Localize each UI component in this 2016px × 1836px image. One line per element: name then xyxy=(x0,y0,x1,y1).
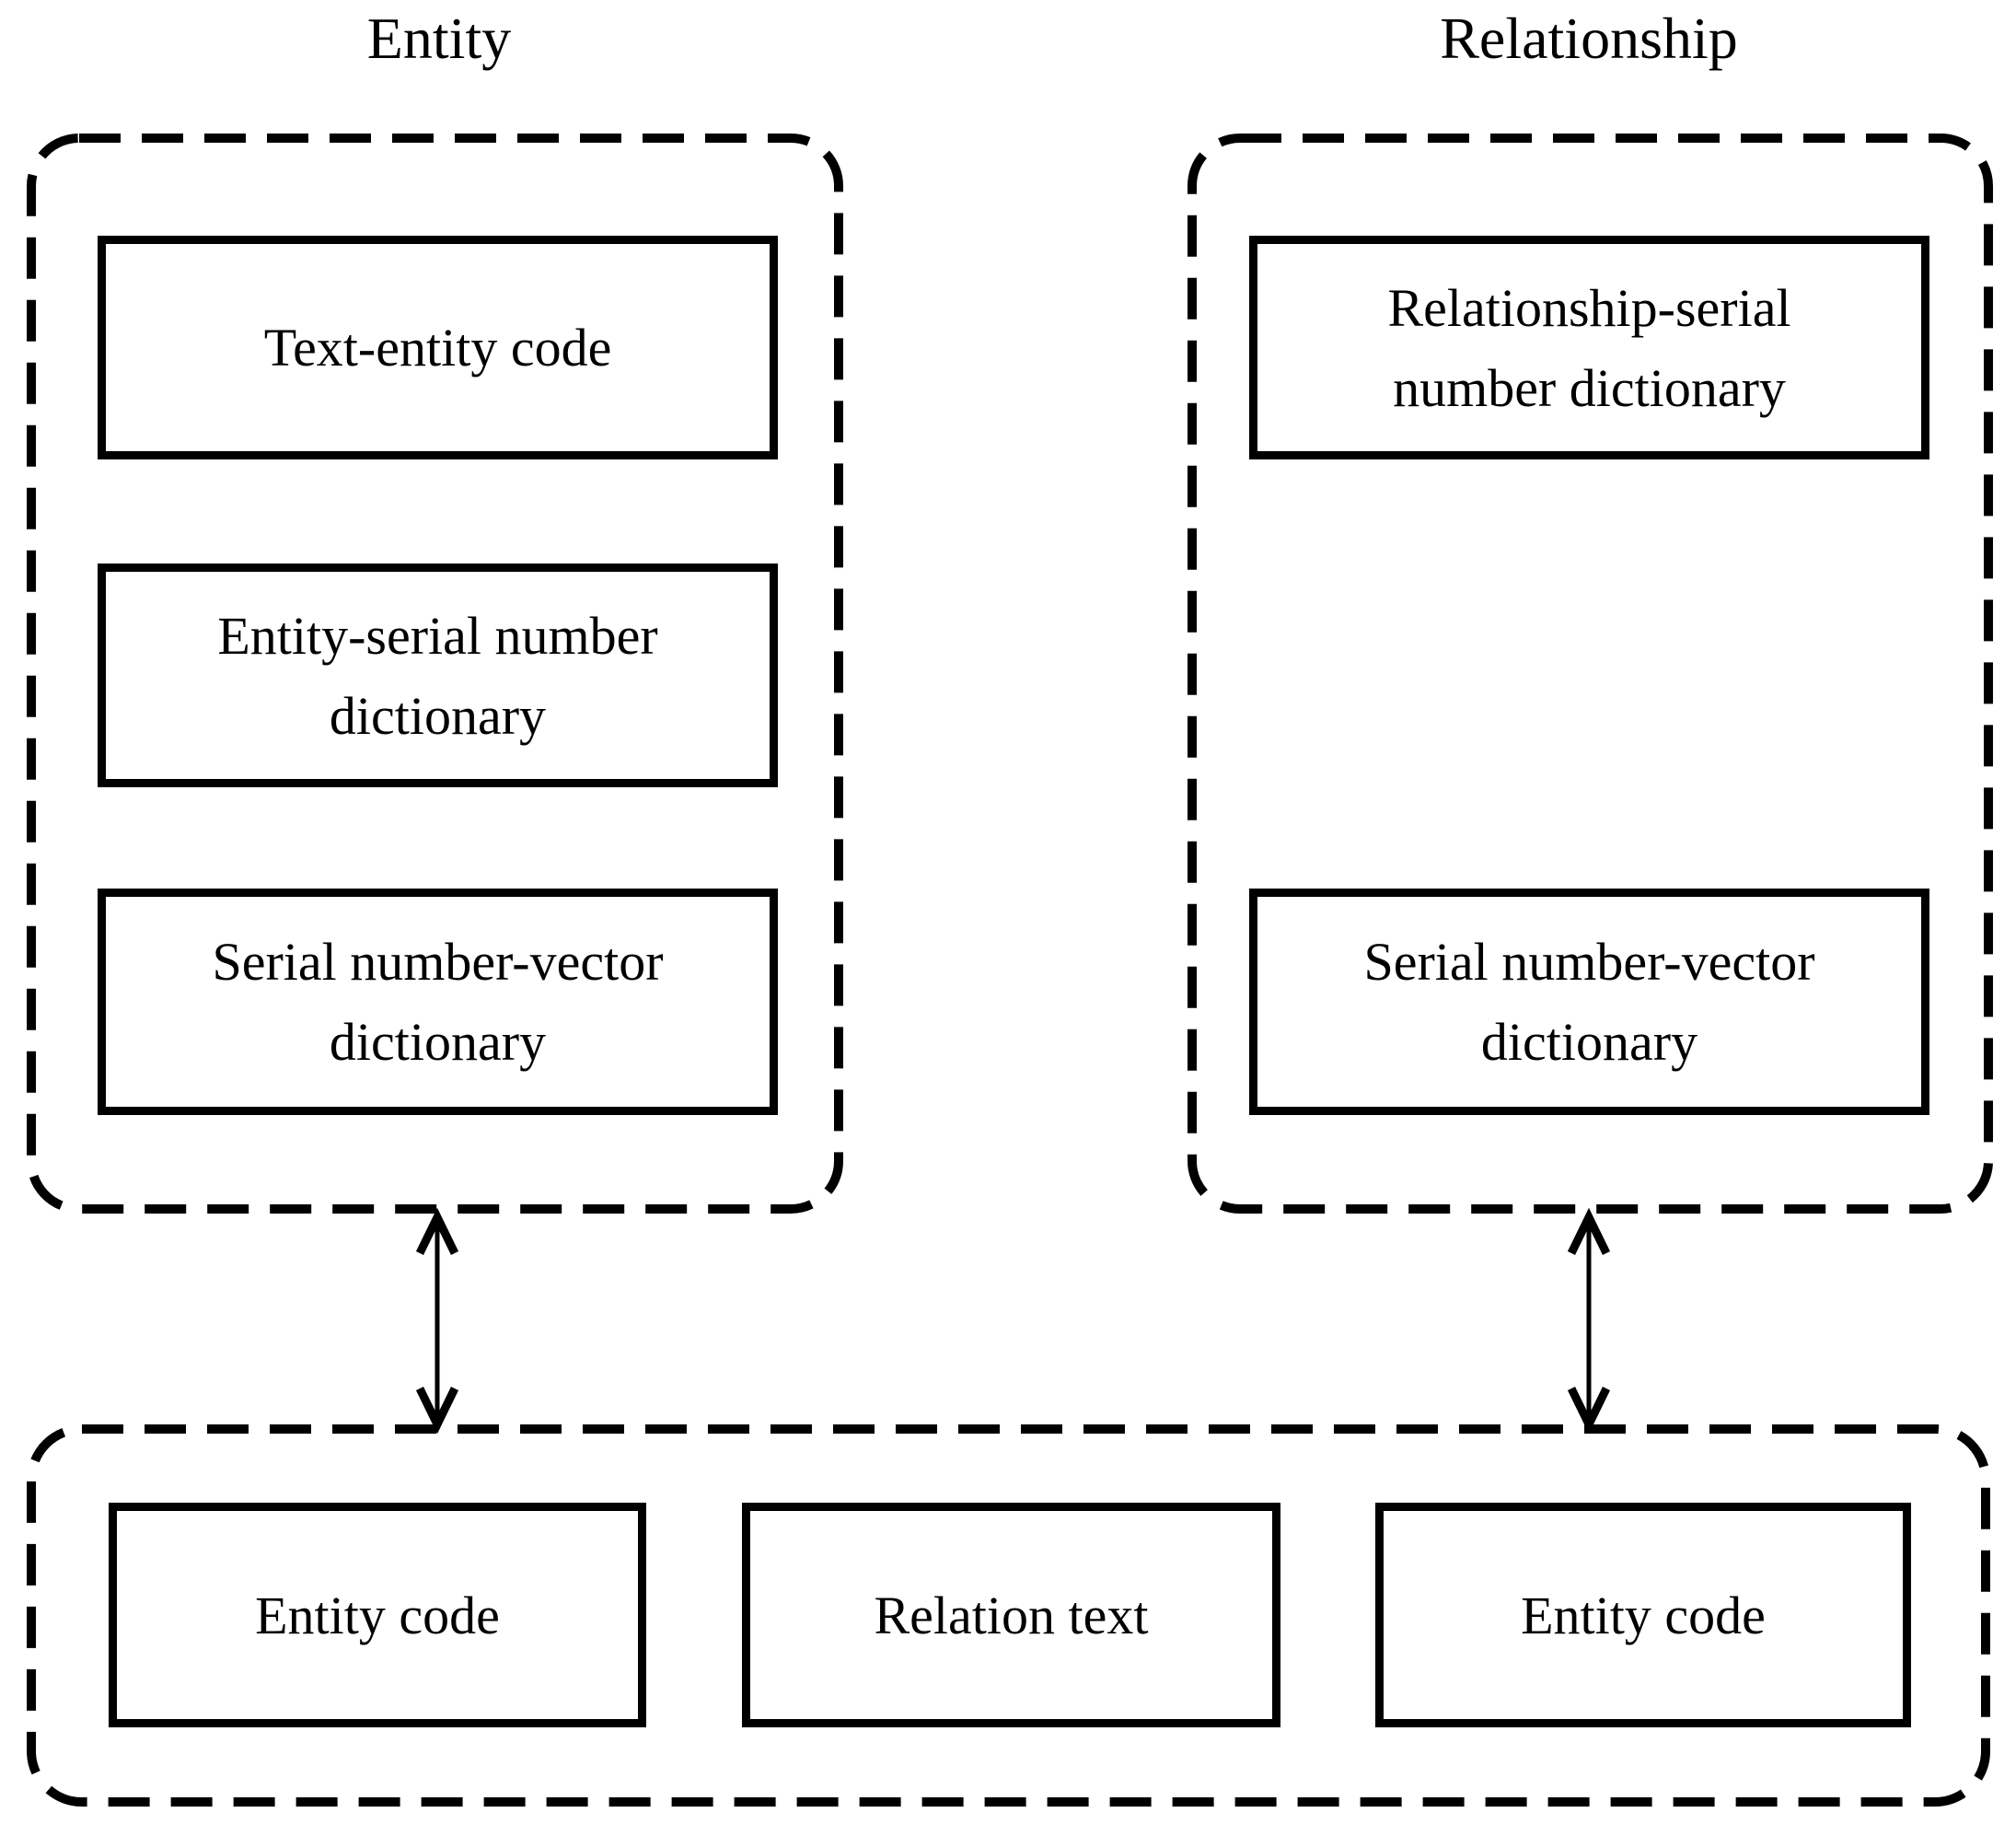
triple-container-border xyxy=(27,1424,1990,1807)
box-entity-serial-number-dictionary: Entity-serial number dictionary xyxy=(98,564,778,787)
arrow-head-up-icon xyxy=(1567,1207,1611,1255)
entity-section-title: Entity xyxy=(366,6,512,71)
arrow-head-down-icon xyxy=(415,1387,459,1435)
arrow-head-up-icon xyxy=(415,1207,459,1255)
relationship-container-border xyxy=(1188,134,1993,1214)
entity-triple-double-arrow xyxy=(415,1207,459,1435)
box-triple-entity-code-left: Entity code xyxy=(109,1503,646,1727)
box-triple-relation-text: Relation text xyxy=(742,1503,1280,1727)
box-relationship-serial-number-dictionary: Relationship-serial number dictionary xyxy=(1249,236,1929,459)
relationship-section-title: Relationship xyxy=(1440,6,1738,71)
box-entity-serial-number-vector-dictionary: Serial number-vector dictionary xyxy=(98,889,778,1115)
box-text-entity-code: Text-entity code xyxy=(98,236,778,459)
box-triple-entity-code-right: Entity code xyxy=(1375,1503,1911,1727)
arrow-head-down-icon xyxy=(1567,1387,1611,1435)
relationship-triple-double-arrow xyxy=(1567,1207,1611,1435)
entity-container-border xyxy=(27,134,843,1214)
box-relationship-serial-number-vector-dictionary: Serial number-vector dictionary xyxy=(1249,889,1929,1115)
